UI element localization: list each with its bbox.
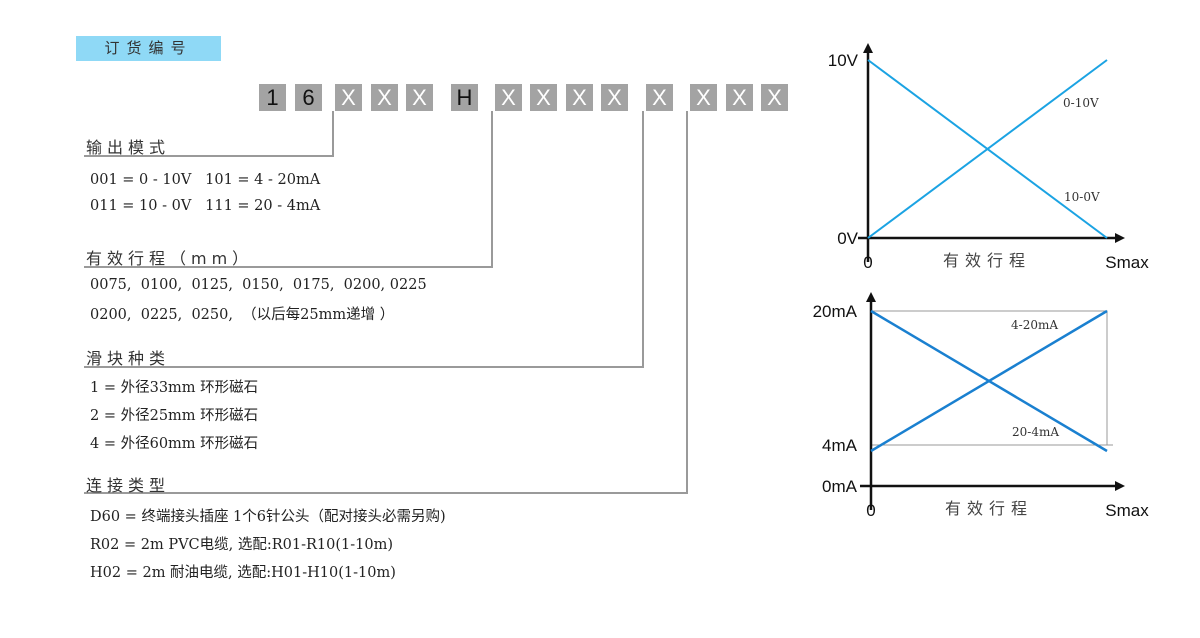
x-axis-label: 有效行程 [945, 499, 1033, 518]
leader-line [332, 111, 334, 156]
code-placeholder: X [495, 84, 522, 111]
spec-row: 0075, 0100, 0125, 0150, 0175, 0200, 0225 [90, 277, 427, 293]
leader-line [84, 366, 644, 368]
code-placeholder: X [646, 84, 673, 111]
x-tick-label: Smax [1105, 253, 1149, 272]
code-placeholder: X [690, 84, 717, 111]
code-letter: H [451, 84, 478, 111]
series-label: 10-0V [1064, 190, 1100, 204]
code-placeholder: X [335, 84, 362, 111]
current-chart: 0mA 4mA 20mA 0 Smax 有效行程 4-20mA 20-4mA [813, 292, 1149, 520]
code-digit: 1 [259, 84, 286, 111]
code-placeholder: X [726, 84, 753, 111]
y-tick-label: 4mA [822, 436, 858, 455]
code-digit: 6 [295, 84, 322, 111]
spec-row: 0200, 0225, 0250, （以后每25mm递增 ） [90, 307, 395, 323]
leader-line [491, 111, 493, 268]
code-placeholder: X [406, 84, 433, 111]
y-tick-label: 0mA [822, 477, 858, 496]
y-tick-label: 0V [837, 229, 858, 248]
spec-row: R02 = 2m PVC电缆, 选配:R01-R10(1-10m) [90, 537, 394, 553]
code-placeholder: X [761, 84, 788, 111]
x-tick-label: 0 [866, 501, 875, 520]
code-placeholder: X [566, 84, 593, 111]
order-code-title: 订货编号 [76, 36, 221, 61]
y-tick-label: 20mA [813, 302, 858, 321]
series-label: 0-10V [1063, 96, 1099, 110]
section-label-stroke: 有效行程（mm） [86, 249, 254, 268]
leader-line [686, 111, 688, 494]
y-tick-label: 10V [828, 51, 859, 70]
leader-line [642, 111, 644, 368]
section-label-connection: 连接类型 [86, 476, 171, 495]
voltage-chart: 0V 10V 0 Smax 有效行程 0-10V 10-0V [828, 43, 1149, 272]
spec-row: 4 = 外径60mm 环形磁石 [90, 436, 259, 452]
series-line-20-4mA [870, 309, 1108, 453]
spec-row: 001 = 0 - 10V 101 = 4 - 20mA [90, 172, 321, 188]
spec-row: D60 = 终端接头插座 1个6针公头（配对接头必需另购) [90, 509, 446, 525]
series-line-10-0V [867, 59, 1108, 239]
spec-row: 2 = 外径25mm 环形磁石 [90, 408, 259, 424]
x-axis-label: 有效行程 [943, 251, 1031, 270]
section-label-slider: 滑块种类 [86, 349, 171, 368]
x-tick-label: Smax [1105, 501, 1149, 520]
code-placeholder: X [371, 84, 398, 111]
spec-row: 1 = 外径33mm 环形磁石 [90, 380, 259, 396]
leader-line [84, 155, 334, 157]
spec-row: H02 = 2m 耐油电缆, 选配:H01-H10(1-10m) [90, 565, 396, 581]
leader-line [84, 492, 688, 494]
code-placeholder: X [530, 84, 557, 111]
section-label-output-mode: 输出模式 [86, 138, 171, 157]
code-placeholder: X [601, 84, 628, 111]
spec-row: 011 = 10 - 0V 111 = 20 - 4mA [90, 198, 321, 214]
x-tick-label: 0 [863, 253, 872, 272]
leader-line [84, 266, 493, 268]
series-label: 20-4mA [1012, 425, 1059, 439]
series-label: 4-20mA [1011, 318, 1058, 332]
